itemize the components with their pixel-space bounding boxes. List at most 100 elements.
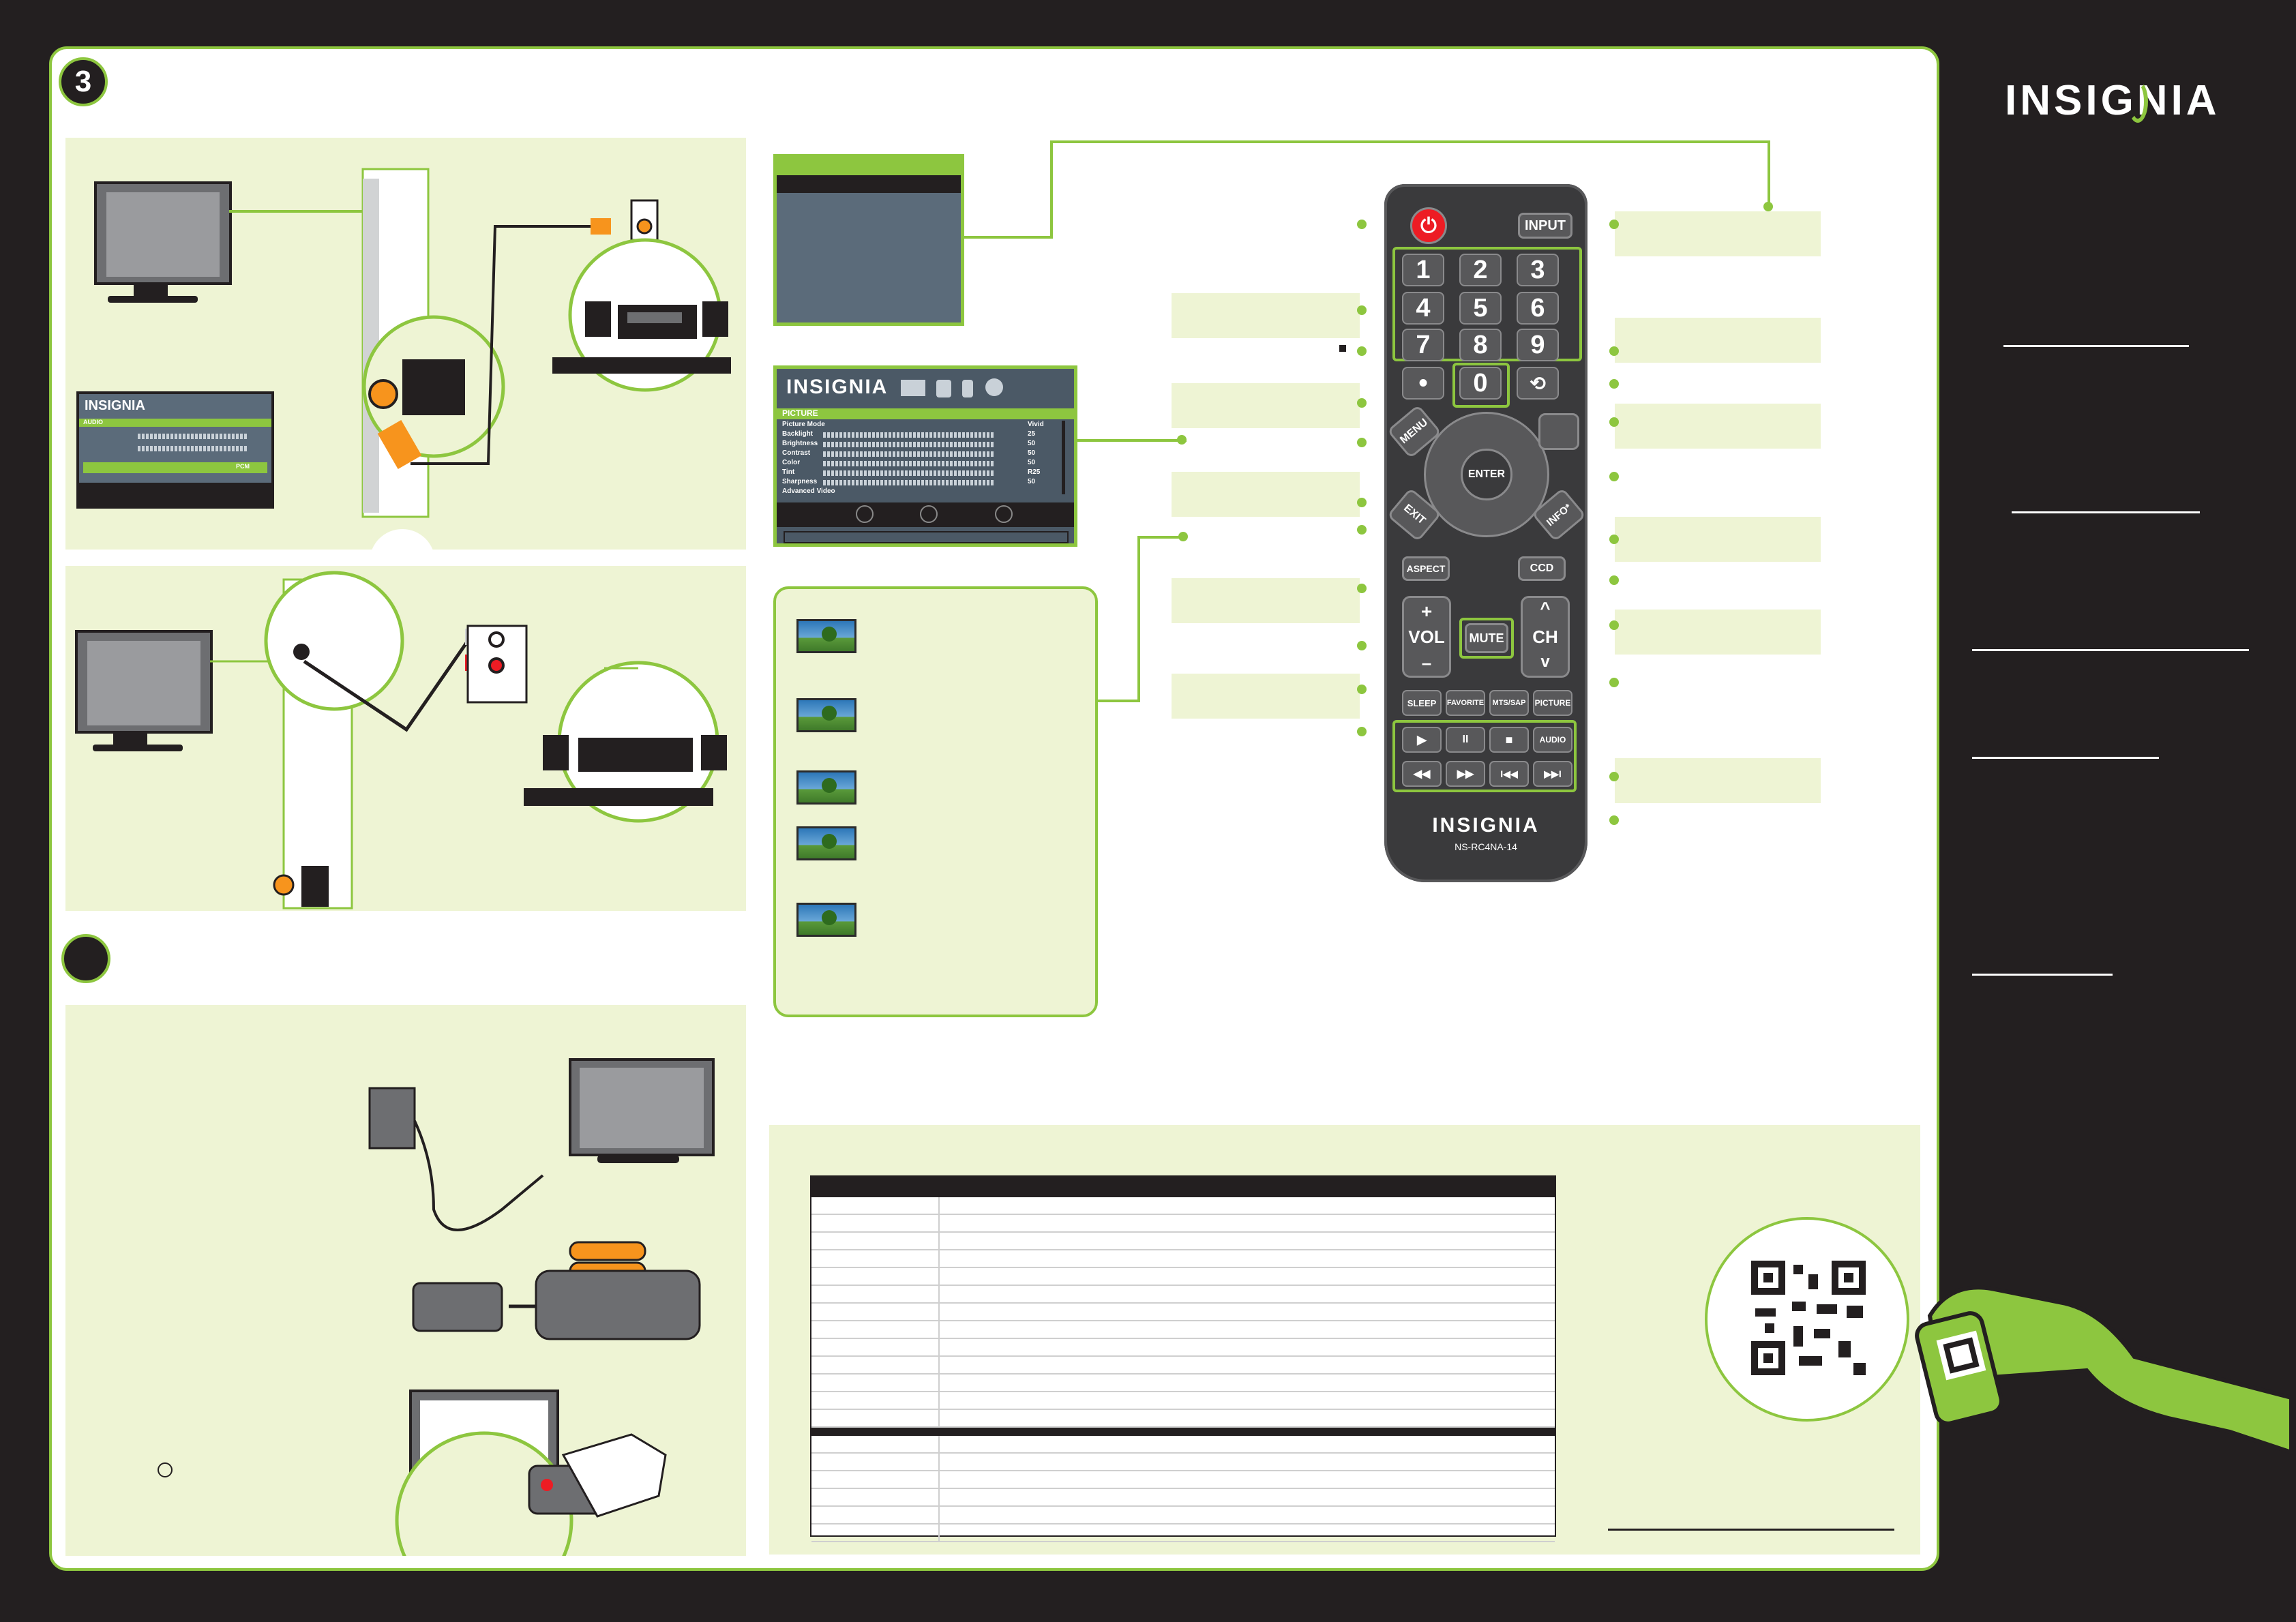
audio-connection-panel-1: INSIGNIA AUDIO PCM xyxy=(65,138,746,550)
table-row xyxy=(811,1338,1555,1357)
menu-tab-picture: PICTURE xyxy=(782,408,818,418)
menu-scrollbar[interactable] xyxy=(1062,421,1065,494)
table-row xyxy=(811,1214,1555,1233)
input-source-menu xyxy=(773,154,964,326)
table-row xyxy=(811,1285,1555,1304)
logo-swoosh-icon xyxy=(2128,80,2148,123)
power-button[interactable]: ⏻ xyxy=(1410,207,1447,244)
num-7-button[interactable]: 7 xyxy=(1402,329,1444,361)
label-box-audio xyxy=(1615,758,1821,803)
num-5-button[interactable]: 5 xyxy=(1459,292,1502,325)
label-box-sleep xyxy=(1172,674,1360,719)
label-box-input xyxy=(1615,211,1821,256)
remote-model: NS-RC4NA-14 xyxy=(1455,841,1517,852)
volume-rocker[interactable]: + VOL – xyxy=(1402,596,1451,678)
aspect-thumb-1 xyxy=(796,619,856,653)
num-9-button[interactable]: 9 xyxy=(1517,329,1559,361)
menu-logo: INSIGNIA xyxy=(85,398,145,413)
setting-slider[interactable] xyxy=(823,480,994,485)
table-row xyxy=(811,1488,1555,1507)
stop-button[interactable]: ■ xyxy=(1489,727,1529,753)
table-row xyxy=(811,1197,1555,1215)
ch-up-button[interactable]: ^ xyxy=(1540,598,1551,618)
table-row xyxy=(811,1303,1555,1321)
num-6-button[interactable]: 6 xyxy=(1517,292,1559,325)
num-2-button[interactable]: 2 xyxy=(1459,254,1502,286)
mts-sap-button[interactable]: MTS/SAP xyxy=(1489,690,1529,716)
channel-rocker[interactable]: ^ CH v xyxy=(1521,596,1570,678)
setting-slider[interactable] xyxy=(823,442,994,447)
sidebar-rule xyxy=(2003,345,2189,347)
recall-button[interactable]: ⟲ xyxy=(1517,367,1559,400)
setting-label: Picture Mode xyxy=(782,421,825,428)
num-8-button[interactable]: 8 xyxy=(1459,329,1502,361)
table-row xyxy=(811,1356,1555,1375)
setting-label: Color xyxy=(782,459,801,466)
picture-button[interactable]: PICTURE xyxy=(1533,690,1572,716)
picture-setting-row[interactable]: Advanced Video xyxy=(782,487,1062,497)
setting-slider[interactable] xyxy=(823,470,994,476)
label-box-menu xyxy=(1172,383,1360,428)
audio-connection-panel-2 xyxy=(65,566,746,911)
channels-icon xyxy=(962,380,973,397)
vol-minus-button[interactable]: – xyxy=(1421,652,1432,673)
aspect-button[interactable]: ASPECT xyxy=(1402,556,1450,581)
table-row xyxy=(811,1436,1555,1454)
picture-icon xyxy=(901,380,925,396)
input-button[interactable]: INPUT xyxy=(1518,213,1572,239)
menu-logo: INSIGNIA xyxy=(786,376,889,398)
mute-button[interactable]: MUTE xyxy=(1465,623,1508,653)
table-row xyxy=(811,1232,1555,1250)
ch-down-button[interactable]: v xyxy=(1540,652,1550,671)
setting-slider[interactable] xyxy=(823,461,994,466)
aspect-thumb-3 xyxy=(796,770,856,805)
setting-slider[interactable] xyxy=(823,451,994,457)
num-1-button[interactable]: 1 xyxy=(1402,254,1444,286)
sidebar-rule xyxy=(1972,649,2249,651)
pause-button[interactable]: II xyxy=(1446,727,1485,753)
label-box-recall xyxy=(1615,318,1821,363)
next-button[interactable]: ▶▶I xyxy=(1533,761,1572,787)
setting-value: Vivid xyxy=(1028,421,1044,428)
sleep-button[interactable]: SLEEP xyxy=(1402,690,1442,716)
back-arrow-icon[interactable] xyxy=(1538,413,1579,450)
setting-label: Contrast xyxy=(782,449,811,457)
setting-value: 50 xyxy=(1028,440,1036,447)
tv-back-illustration xyxy=(94,168,731,518)
table-row xyxy=(811,1392,1555,1410)
table-row xyxy=(811,1250,1555,1268)
setting-label: Backlight xyxy=(782,430,814,438)
num-3-button[interactable]: 3 xyxy=(1517,254,1559,286)
vol-plus-button[interactable]: + xyxy=(1420,601,1433,622)
label-box-exit xyxy=(1172,472,1360,517)
label-box-back xyxy=(1615,404,1821,449)
ccd-button[interactable]: CCD xyxy=(1518,556,1566,581)
remote-control: ⏻ INPUT 1 2 3 4 5 6 7 8 9 • 0 ⟲ ENTER ME… xyxy=(1384,184,1587,882)
previous-button[interactable]: I◀◀ xyxy=(1489,761,1529,787)
num-4-button[interactable]: 4 xyxy=(1402,292,1444,325)
setting-label: Tint xyxy=(782,468,795,476)
sidebar-rule xyxy=(1972,757,2159,759)
picture-setting-row[interactable]: Picture Mode Vivid xyxy=(782,421,1062,430)
setting-slider[interactable] xyxy=(823,432,994,438)
enter-button[interactable]: ENTER xyxy=(1461,449,1512,500)
favorite-button[interactable]: FAVORITE xyxy=(1446,690,1485,716)
fast-forward-button[interactable]: ▶▶ xyxy=(1446,761,1485,787)
play-button[interactable]: ▶ xyxy=(1402,727,1442,753)
num-0-button[interactable]: 0 xyxy=(1459,367,1502,400)
aspect-ratio-panel xyxy=(773,586,1098,1017)
dash-button[interactable]: • xyxy=(1402,367,1444,400)
tv-rca-illustration xyxy=(75,571,727,910)
aspect-thumb-5 xyxy=(796,903,856,937)
table-row xyxy=(811,1471,1555,1489)
rewind-button[interactable]: ◀◀ xyxy=(1402,761,1442,787)
audio-button[interactable]: AUDIO xyxy=(1533,727,1572,753)
settings-gear-icon xyxy=(985,378,1003,396)
sidebar-rule xyxy=(1972,974,2113,976)
